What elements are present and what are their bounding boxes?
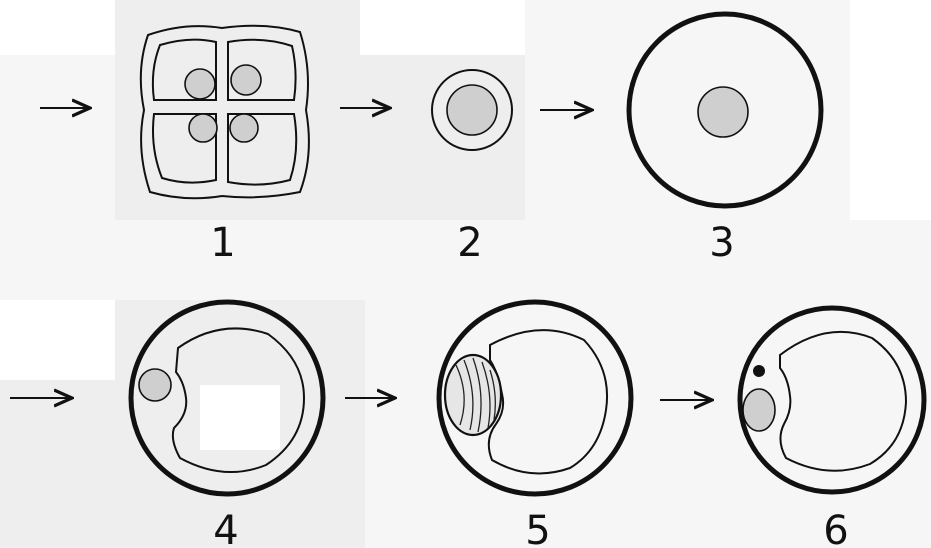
stage-label-6: 6 xyxy=(823,508,848,548)
stage-label-2: 2 xyxy=(457,220,482,266)
stage-label-1: 1 xyxy=(210,220,235,266)
stage-label-3: 3 xyxy=(709,220,734,266)
stage-label-4: 4 xyxy=(213,508,238,548)
stage-label-5: 5 xyxy=(525,508,550,548)
